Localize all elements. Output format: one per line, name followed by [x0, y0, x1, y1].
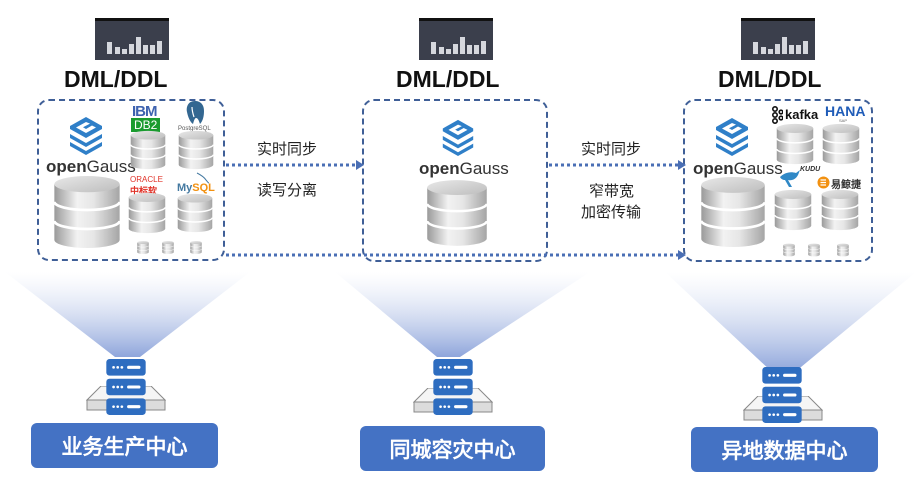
link-label-encrypted-transfer: 加密传输: [581, 203, 642, 221]
db2-logo: DB2: [131, 118, 161, 132]
link-label-read-write-split: 读写分离: [257, 181, 318, 199]
dml-ddl-label: DML/DDL: [64, 66, 168, 92]
sap-sublogo: SAP: [839, 118, 848, 123]
opengauss-logo-icon: [66, 115, 106, 155]
kafka-logo-icon: [771, 106, 783, 124]
dml-ddl-label: DML/DDL: [396, 66, 500, 92]
oracle-logo: ORACLE: [130, 175, 163, 184]
postgresql-database-icon: [178, 130, 214, 170]
link-label-realtime-sync: 实时同步: [581, 140, 642, 158]
kudu-logo: KUDU: [800, 166, 821, 173]
opengauss-brand: openGauss: [693, 159, 783, 178]
kudu-database-icon: [774, 188, 812, 232]
opengauss-database-icon: [53, 173, 121, 251]
link-label-narrow-bandwidth: 窄带宽: [589, 182, 635, 200]
opengauss-database-icon: [426, 178, 488, 248]
opengauss-brand: openGauss: [419, 159, 509, 178]
esgyn-database-icon: [821, 188, 859, 232]
server-rack-icon: [102, 358, 150, 416]
small-database-icon: [190, 240, 202, 255]
link-label-realtime-sync: 实时同步: [257, 140, 318, 158]
small-database-icon: [837, 243, 849, 257]
small-database-icon: [808, 243, 820, 257]
postgresql-elephant-icon: [186, 101, 204, 124]
small-database-icon: [137, 240, 149, 255]
dashboard-chart-icon: [741, 18, 815, 60]
kafka-logo: kafka: [785, 107, 819, 122]
opengauss-logo-icon: [712, 116, 752, 156]
db2-database-icon: [130, 130, 166, 170]
small-database-icon: [783, 243, 795, 257]
ibm-logo: IBM: [132, 103, 157, 120]
dashboard-chart-icon: [419, 18, 493, 60]
oracle-database-icon: [128, 192, 166, 234]
opengauss-logo-icon: [439, 118, 477, 156]
hana-logo: HANA: [825, 103, 866, 119]
dml-ddl-label: DML/DDL: [718, 66, 822, 92]
center-label-same-city-dr: 同城容灾中心: [360, 426, 545, 471]
mysql-database-icon: [177, 192, 213, 234]
opengauss-database-icon: [700, 175, 766, 249]
esgyn-logo: 易鲸捷: [831, 180, 861, 191]
center-label-remote-data: 异地数据中心: [691, 427, 878, 472]
hana-database-icon: [822, 123, 860, 165]
kafka-database-icon: [776, 123, 814, 165]
beam-same-city: [335, 272, 590, 357]
kudu-antelope-icon: [780, 170, 800, 187]
small-database-icon: [162, 240, 174, 255]
mysql-dolphin-icon: [196, 172, 210, 184]
beam-remote: [665, 272, 916, 372]
cs2c-logo: 中标软: [130, 186, 158, 196]
opengauss-brand: openGauss: [46, 157, 136, 176]
postgresql-logo: PostgreSQL: [178, 126, 211, 132]
server-rack-icon: [429, 358, 477, 416]
dashboard-chart-icon: [95, 18, 169, 60]
esgyn-logo-icon: [817, 176, 830, 189]
light-beams: [5, 272, 916, 372]
mysql-logo: MySQL: [177, 182, 215, 194]
server-rack-icon: [758, 366, 806, 424]
beam-production: [5, 272, 250, 357]
center-label-production: 业务生产中心: [31, 423, 218, 468]
